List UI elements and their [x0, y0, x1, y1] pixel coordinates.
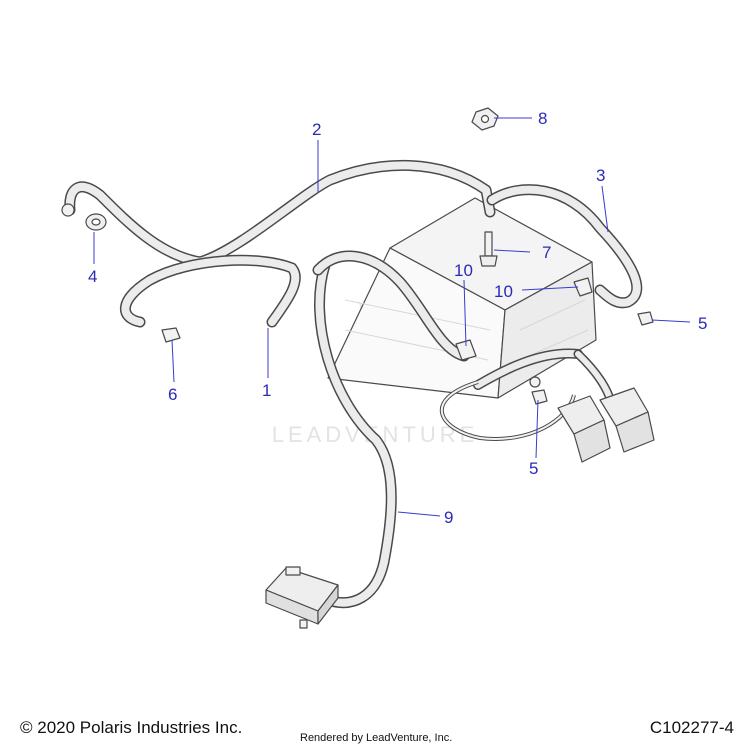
- battery: [327, 197, 597, 399]
- callout-2: 2: [312, 120, 321, 139]
- connector-plug-9: [265, 566, 339, 629]
- callout-5-bottom: 5: [529, 459, 538, 478]
- cable-1: [119, 254, 301, 328]
- terminal-10-right: [573, 277, 593, 297]
- cable-9: [314, 259, 397, 609]
- callout-7: 7: [542, 243, 551, 262]
- screw-5-right: [637, 311, 654, 326]
- copyright-text: © 2020 Polaris Industries Inc.: [20, 718, 243, 737]
- bolt-7: [479, 231, 498, 267]
- ground-wire: [439, 376, 576, 441]
- callout-8: 8: [538, 109, 547, 128]
- callout-5-right: 5: [698, 314, 707, 333]
- terminal-10-left: [455, 339, 477, 361]
- callout-10-left: 10: [454, 261, 473, 280]
- connector-twin: [557, 387, 655, 463]
- callout-9: 9: [444, 508, 453, 527]
- screw-6: [161, 327, 181, 343]
- callout-6: 6: [168, 385, 177, 404]
- diagram-code: C102277-4: [649, 718, 734, 737]
- grommet-4: [85, 213, 107, 231]
- nut-8: [471, 107, 499, 131]
- leader-lines: [93, 117, 691, 517]
- callout-4: 4: [88, 267, 97, 286]
- callout-10-right: 10: [494, 282, 513, 301]
- screw-5-bottom: [531, 389, 548, 405]
- rendered-by-text: Rendered by LeadVenture, Inc.: [300, 732, 453, 744]
- cable-3: [486, 184, 643, 309]
- callout-1: 1: [262, 381, 271, 400]
- callout-3: 3: [596, 166, 605, 185]
- cable-2: [61, 159, 496, 268]
